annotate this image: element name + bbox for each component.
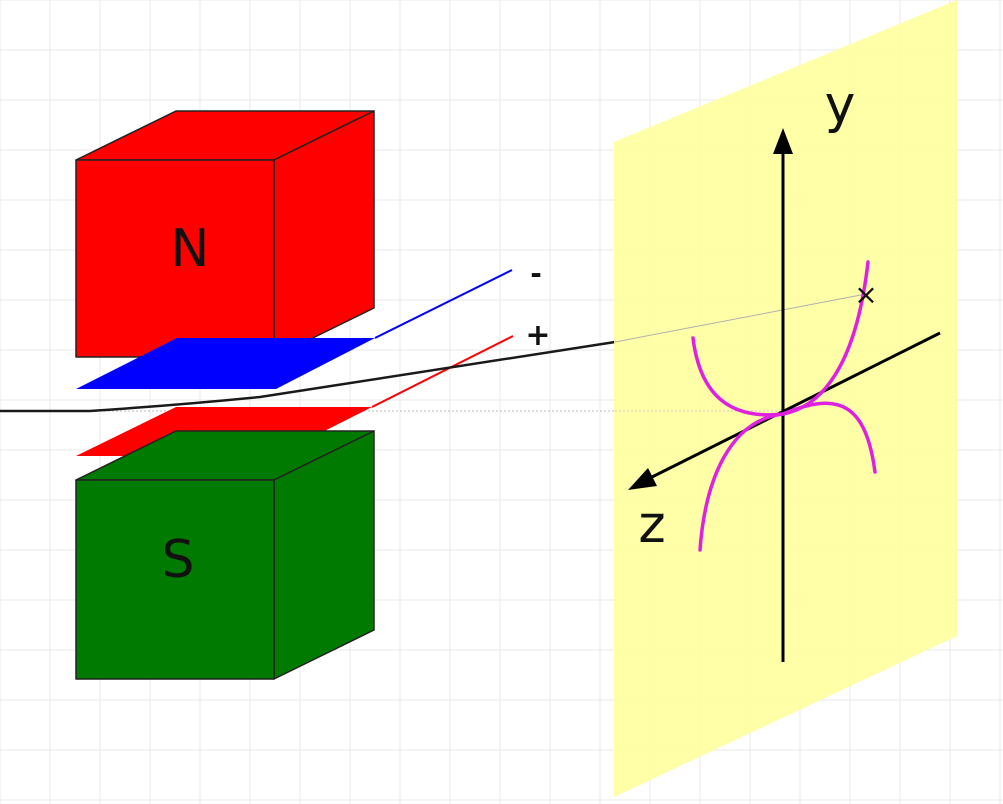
positive-plate-wire xyxy=(371,335,514,408)
beam-projection-line xyxy=(614,293,867,343)
south-magnet-front-face xyxy=(75,479,275,680)
positive-terminal-label: + xyxy=(525,318,550,353)
negative-terminal-label: - xyxy=(530,257,542,290)
z-axis xyxy=(647,331,941,481)
north-magnet xyxy=(75,110,375,358)
impact-marker: × xyxy=(854,278,877,311)
south-magnet-label: S xyxy=(161,530,194,590)
north-magnet-label: N xyxy=(171,219,210,279)
z-axis-label: z xyxy=(638,495,665,555)
y-axis-arrowhead xyxy=(773,128,793,154)
detector-screen xyxy=(614,0,957,797)
z-axis-arrowhead xyxy=(628,468,657,490)
y-axis-label: y xyxy=(825,75,856,135)
negative-plate xyxy=(76,338,375,389)
particle-beam xyxy=(0,340,616,413)
deflection-curve-2 xyxy=(691,336,877,474)
negative-plate-wire xyxy=(374,269,513,339)
south-magnet xyxy=(75,430,375,680)
